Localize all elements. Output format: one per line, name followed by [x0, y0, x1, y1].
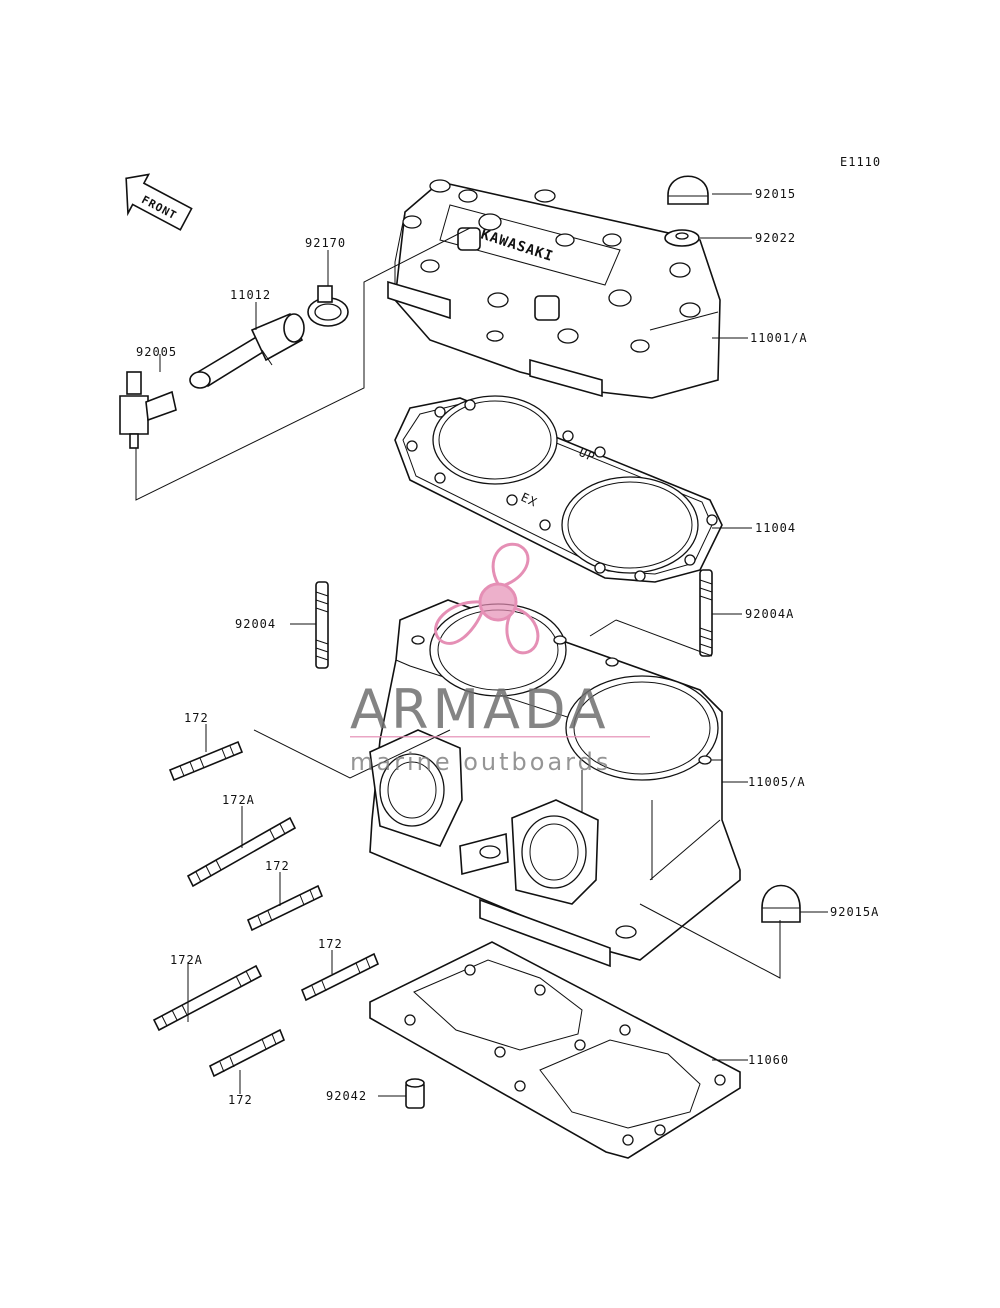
part-label: 11060 [748, 1053, 789, 1067]
cylinder-head-11001a: KAWASAKI [387, 179, 721, 399]
part-label: 92004 [235, 617, 276, 631]
part-label: 172 [184, 711, 209, 725]
stud-bolt-172-4 [208, 1028, 286, 1078]
stud-bolt-172-2 [246, 884, 324, 932]
watermark-name: ARMADA [350, 678, 610, 741]
part-label: 11001/A [750, 331, 808, 345]
stud-92004 [315, 581, 329, 669]
part-label: 92015 [755, 187, 796, 201]
part-label: 172 [265, 859, 290, 873]
stud-bolt-172-3 [300, 952, 380, 1002]
dowel-pin-92042 [405, 1078, 425, 1109]
part-labels: 92015 92022 92170 11012 92005 11001/A 11… [136, 187, 879, 1107]
washer-92022 [664, 229, 700, 247]
watermark: ARMADA marine outboards [350, 542, 650, 776]
part-label: 11004 [755, 521, 796, 535]
front-arrow-icon: FRONT [125, 173, 193, 231]
part-label: 172A [170, 953, 203, 967]
part-label: 11012 [230, 288, 271, 302]
watermark-logo-icon [434, 542, 540, 655]
part-label: 92170 [305, 236, 346, 250]
part-label: 92042 [326, 1089, 367, 1103]
stud-bolt-172a-2 [152, 964, 263, 1032]
part-label: 92022 [755, 231, 796, 245]
water-pipe-11012 [189, 312, 305, 389]
cylinder-block-11005a [369, 599, 741, 968]
stud-bolt-172-1 [168, 740, 244, 782]
part-label: 172A [222, 793, 255, 807]
part-label: 92004A [745, 607, 794, 621]
part-label: 172 [228, 1093, 253, 1107]
gasket-up-mark: UP [577, 445, 598, 465]
gasket-ex-mark: EX [519, 490, 540, 510]
cap-nut-92015 [667, 175, 709, 205]
stud-92004a [699, 569, 713, 657]
diagram-code: E1110 [840, 155, 881, 169]
watermark-tagline: marine outboards [350, 748, 611, 776]
part-label: 92015A [830, 905, 879, 919]
hose-clamp-92170 [307, 285, 349, 327]
part-label: 92005 [136, 345, 177, 359]
cap-nut-92015a [761, 884, 801, 923]
base-gasket-11060 [369, 941, 741, 1159]
part-label: 11005/A [748, 775, 806, 789]
part-label: 172 [318, 937, 343, 951]
leader-lines [135, 193, 828, 1097]
stud-bolt-172a-1 [186, 816, 297, 888]
head-gasket-11004: UP EX [394, 395, 723, 583]
fitting-92005 [119, 371, 177, 449]
